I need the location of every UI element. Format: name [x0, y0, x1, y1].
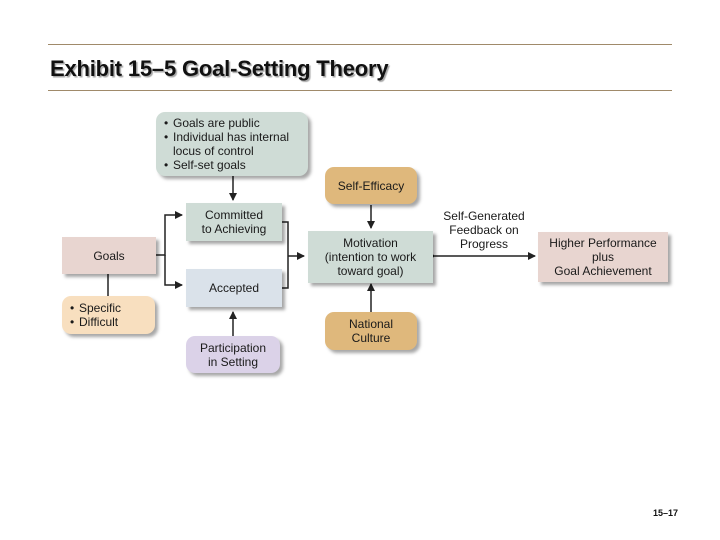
national-culture-box: National Culture — [325, 312, 417, 350]
bottom-rule — [48, 90, 672, 91]
connector-accepted-out — [282, 256, 289, 289]
feedback-label: Self-Generated Feedback on Progress — [443, 209, 525, 251]
condition-item: •Individual has internal — [164, 130, 290, 144]
outcome-box: Higher Performance plus Goal Achievement — [538, 232, 668, 282]
exhibit-title: Goal-Setting Theory — [182, 56, 389, 81]
accepted-box: Accepted — [186, 269, 282, 307]
motivation-box: Motivation (intention to work toward goa… — [308, 231, 433, 283]
condition-item: •Goals are public — [164, 116, 260, 130]
commitment-conditions-box: •Goals are public •Individual has intern… — [156, 112, 308, 176]
committed-box: Committed to Achieving — [186, 203, 282, 241]
page-number: 15–17 — [652, 508, 678, 518]
goal-type-item: •Difficult — [70, 315, 119, 329]
top-rule — [48, 44, 672, 45]
condition-item: •Self-set goals — [164, 158, 246, 172]
self-efficacy-box: Self-Efficacy — [325, 167, 417, 204]
goals-box: Goals — [62, 237, 156, 274]
exhibit-number: Exhibit 15–5 — [50, 56, 176, 81]
arrow-goals-to-committed — [156, 211, 183, 256]
arrow-goals-to-accepted — [164, 255, 183, 289]
condition-item-continued: locus of control — [173, 144, 254, 158]
participation-box: Participation in Setting — [186, 336, 280, 373]
goal-type-item: •Specific — [70, 301, 122, 315]
goal-types-box: •Specific •Difficult — [62, 296, 155, 334]
connector-committed-out — [282, 221, 289, 256]
